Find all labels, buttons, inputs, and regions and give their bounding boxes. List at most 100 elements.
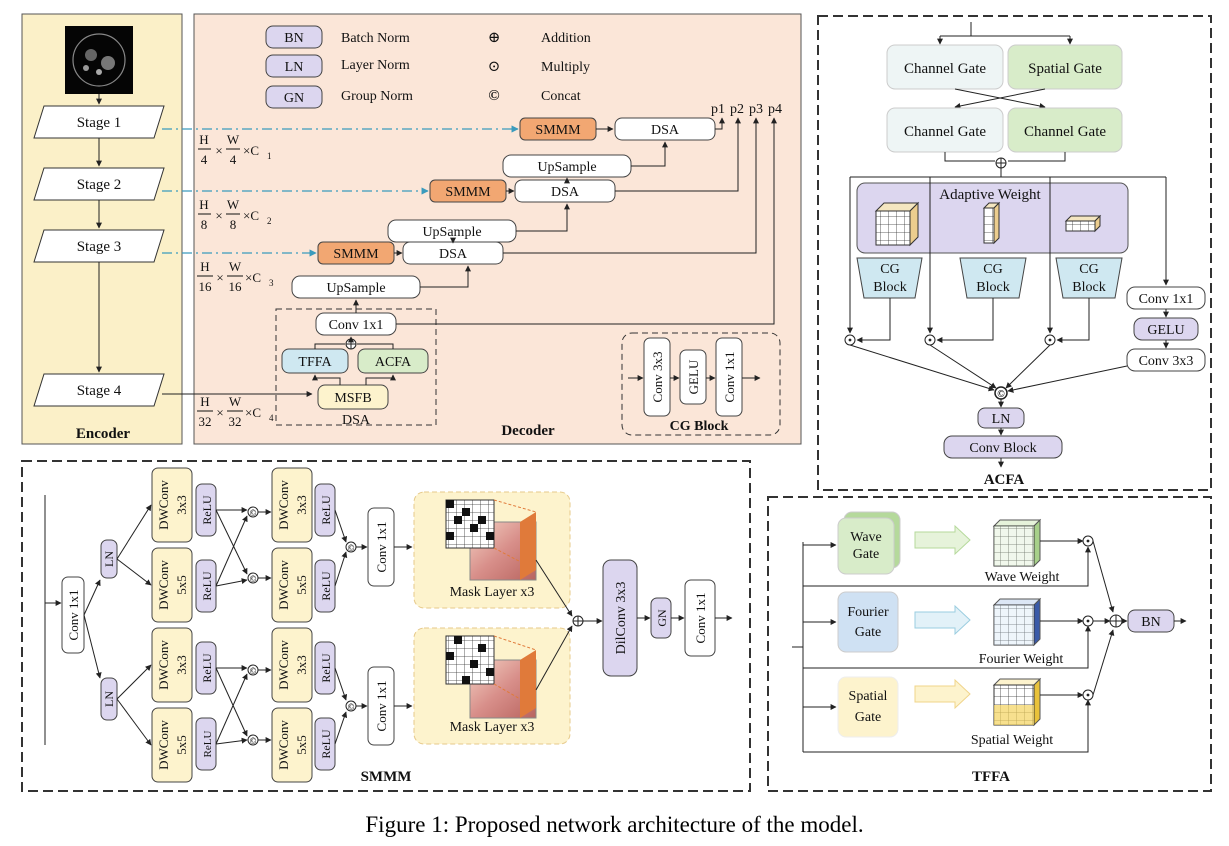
upsample-block-1: UpSample (502, 154, 632, 178)
svg-text:W: W (229, 259, 242, 274)
svg-text:5x5: 5x5 (174, 575, 189, 595)
svg-text:Conv 1x1: Conv 1x1 (693, 593, 708, 644)
smmm-dilconv: DilConv 3x3 (602, 559, 638, 677)
tffa-panel: Wave Gate Wave Weight Fourier Gate Fouri (767, 496, 1212, 792)
svg-text:CG Block: CG Block (670, 419, 729, 434)
smmm-dwconv-5x5-c: DWConv 5x5 (151, 707, 193, 783)
dim-label-2: H 8 × W 8 ×C 2 (198, 197, 272, 232)
smmm-relu-c: ReLU (314, 483, 336, 537)
svg-text:Block: Block (976, 280, 1009, 295)
svg-text:1: 1 (267, 151, 272, 161)
legend: BN Batch Norm LN Layer Norm GN Group Nor… (265, 25, 591, 109)
smmm-conv1x1-out: Conv 1x1 (684, 579, 716, 657)
svg-text:UpSample: UpSample (537, 160, 596, 175)
svg-text:Block: Block (1072, 280, 1105, 295)
tffa-bn: BN (1127, 609, 1175, 633)
acfa-conv-block: Conv Block (943, 435, 1063, 459)
svg-text:Adaptive Weight: Adaptive Weight (939, 187, 1041, 203)
svg-text:SMMM: SMMM (333, 247, 379, 262)
channel-gate-top: Channel Gate (886, 44, 1004, 90)
acfa-gelu: GELU (1133, 317, 1199, 341)
svg-text:Conv 1x1: Conv 1x1 (1139, 292, 1194, 307)
svg-text:Conv 1x1: Conv 1x1 (66, 590, 81, 641)
svg-text:GN: GN (655, 609, 669, 627)
svg-text:©: © (348, 702, 355, 712)
svg-text:CG: CG (983, 262, 1002, 277)
multiply-icon: ⊙ (488, 59, 501, 75)
svg-text:Fourier: Fourier (847, 605, 889, 620)
svg-text:8: 8 (201, 217, 208, 232)
adaptive-weight: Adaptive Weight (856, 182, 1129, 254)
legend-cat-text: Concat (541, 89, 581, 104)
svg-text:3x3: 3x3 (174, 655, 189, 675)
svg-text:Mask Layer x3: Mask Layer x3 (450, 720, 535, 735)
smmm-relu-h: ReLU (314, 717, 336, 771)
svg-text:Channel Gate: Channel Gate (904, 124, 986, 140)
smmm-ln-upper: LN (100, 539, 118, 579)
svg-text:Conv 3x3: Conv 3x3 (1139, 354, 1194, 369)
svg-text:Wave: Wave (850, 530, 882, 545)
cube-flat-icon (1064, 214, 1102, 233)
smmm-relu-g: ReLU (314, 641, 336, 695)
svg-text:ReLU: ReLU (319, 653, 333, 683)
svg-text:5x5: 5x5 (174, 735, 189, 755)
legend-ln-abbr: LN (285, 60, 304, 75)
svg-text:UpSample: UpSample (326, 281, 385, 296)
dsa-block-3: DSA (402, 241, 504, 265)
svg-text:BN: BN (1141, 615, 1160, 630)
svg-text:ReLU: ReLU (319, 729, 333, 759)
concat-icon: © (997, 389, 1005, 400)
svg-text:Gate: Gate (855, 625, 881, 640)
smmm-relu-a: ReLU (195, 483, 217, 537)
svg-text:3x3: 3x3 (294, 495, 309, 515)
cube-large-icon (874, 201, 920, 247)
mask-grid-icon (445, 635, 495, 685)
smmm-gn: GN (650, 597, 672, 639)
svg-text:DWConv: DWConv (156, 480, 171, 530)
svg-text:3: 3 (269, 278, 274, 288)
svg-text:3x3: 3x3 (174, 495, 189, 515)
cg-block-legend: Conv 3x3 GELU Conv 1x1 CG Block (621, 332, 781, 436)
svg-text:5x5: 5x5 (294, 735, 309, 755)
svg-text:UpSample: UpSample (422, 225, 481, 240)
svg-text:MSFB: MSFB (334, 391, 371, 406)
svg-text:4: 4 (201, 152, 208, 167)
smmm-dwconv-5x5-b: DWConv 5x5 (271, 547, 313, 623)
svg-text:ReLU: ReLU (200, 495, 214, 525)
svg-text:LN: LN (992, 412, 1011, 427)
svg-text:H: H (199, 197, 208, 212)
svg-text:ReLU: ReLU (202, 731, 214, 758)
svg-text:DWConv: DWConv (276, 720, 291, 770)
dsa-block-1: DSA (614, 117, 716, 141)
decoder-title: Decoder (501, 423, 555, 439)
svg-text:ReLU: ReLU (319, 571, 333, 601)
dim-labels: H 4 × W 4 ×C 1 H 8 × W 8 ×C 2 (197, 132, 274, 429)
acfa-cg-block-3: CG Block (1055, 257, 1123, 299)
smmm-conv1x1-in: Conv 1x1 (61, 576, 85, 654)
smmm-ln-lower: LN (100, 677, 118, 721)
svg-text:8: 8 (230, 217, 237, 232)
decoder-panel: BN Batch Norm LN Layer Norm GN Group Nor… (162, 13, 802, 445)
svg-text:TFFA: TFFA (298, 355, 332, 370)
svg-text:3x3: 3x3 (294, 655, 309, 675)
mask-layer-lower: Mask Layer x3 (413, 627, 571, 745)
acfa-ln: LN (977, 407, 1025, 429)
mask-layer-upper: Mask Layer x3 (413, 491, 571, 609)
svg-text:GELU: GELU (686, 359, 701, 394)
svg-text:DWConv: DWConv (156, 560, 171, 610)
wave-weight-cube-icon (992, 518, 1042, 568)
smmm-block-2: SMMM (429, 179, 507, 203)
svg-text:p3: p3 (749, 102, 763, 117)
svg-text:Conv 1x1: Conv 1x1 (374, 522, 389, 573)
svg-text:4: 4 (230, 152, 237, 167)
stage-3: Stage 3 (33, 229, 165, 263)
svg-text:4: 4 (269, 413, 274, 423)
smmm-panel: Conv 1x1 LN DWConv 3x3 ReLU DWConv 5x5 R… (21, 460, 751, 792)
channel-gate-mid-2: Channel Gate (1007, 107, 1123, 153)
legend-bn-text: Batch Norm (341, 31, 410, 46)
svg-text:CG: CG (1079, 262, 1098, 277)
smmm-block-1: SMMM (519, 117, 597, 141)
svg-text:Conv 1x1: Conv 1x1 (722, 352, 737, 403)
cube-tall-icon (982, 201, 1001, 245)
